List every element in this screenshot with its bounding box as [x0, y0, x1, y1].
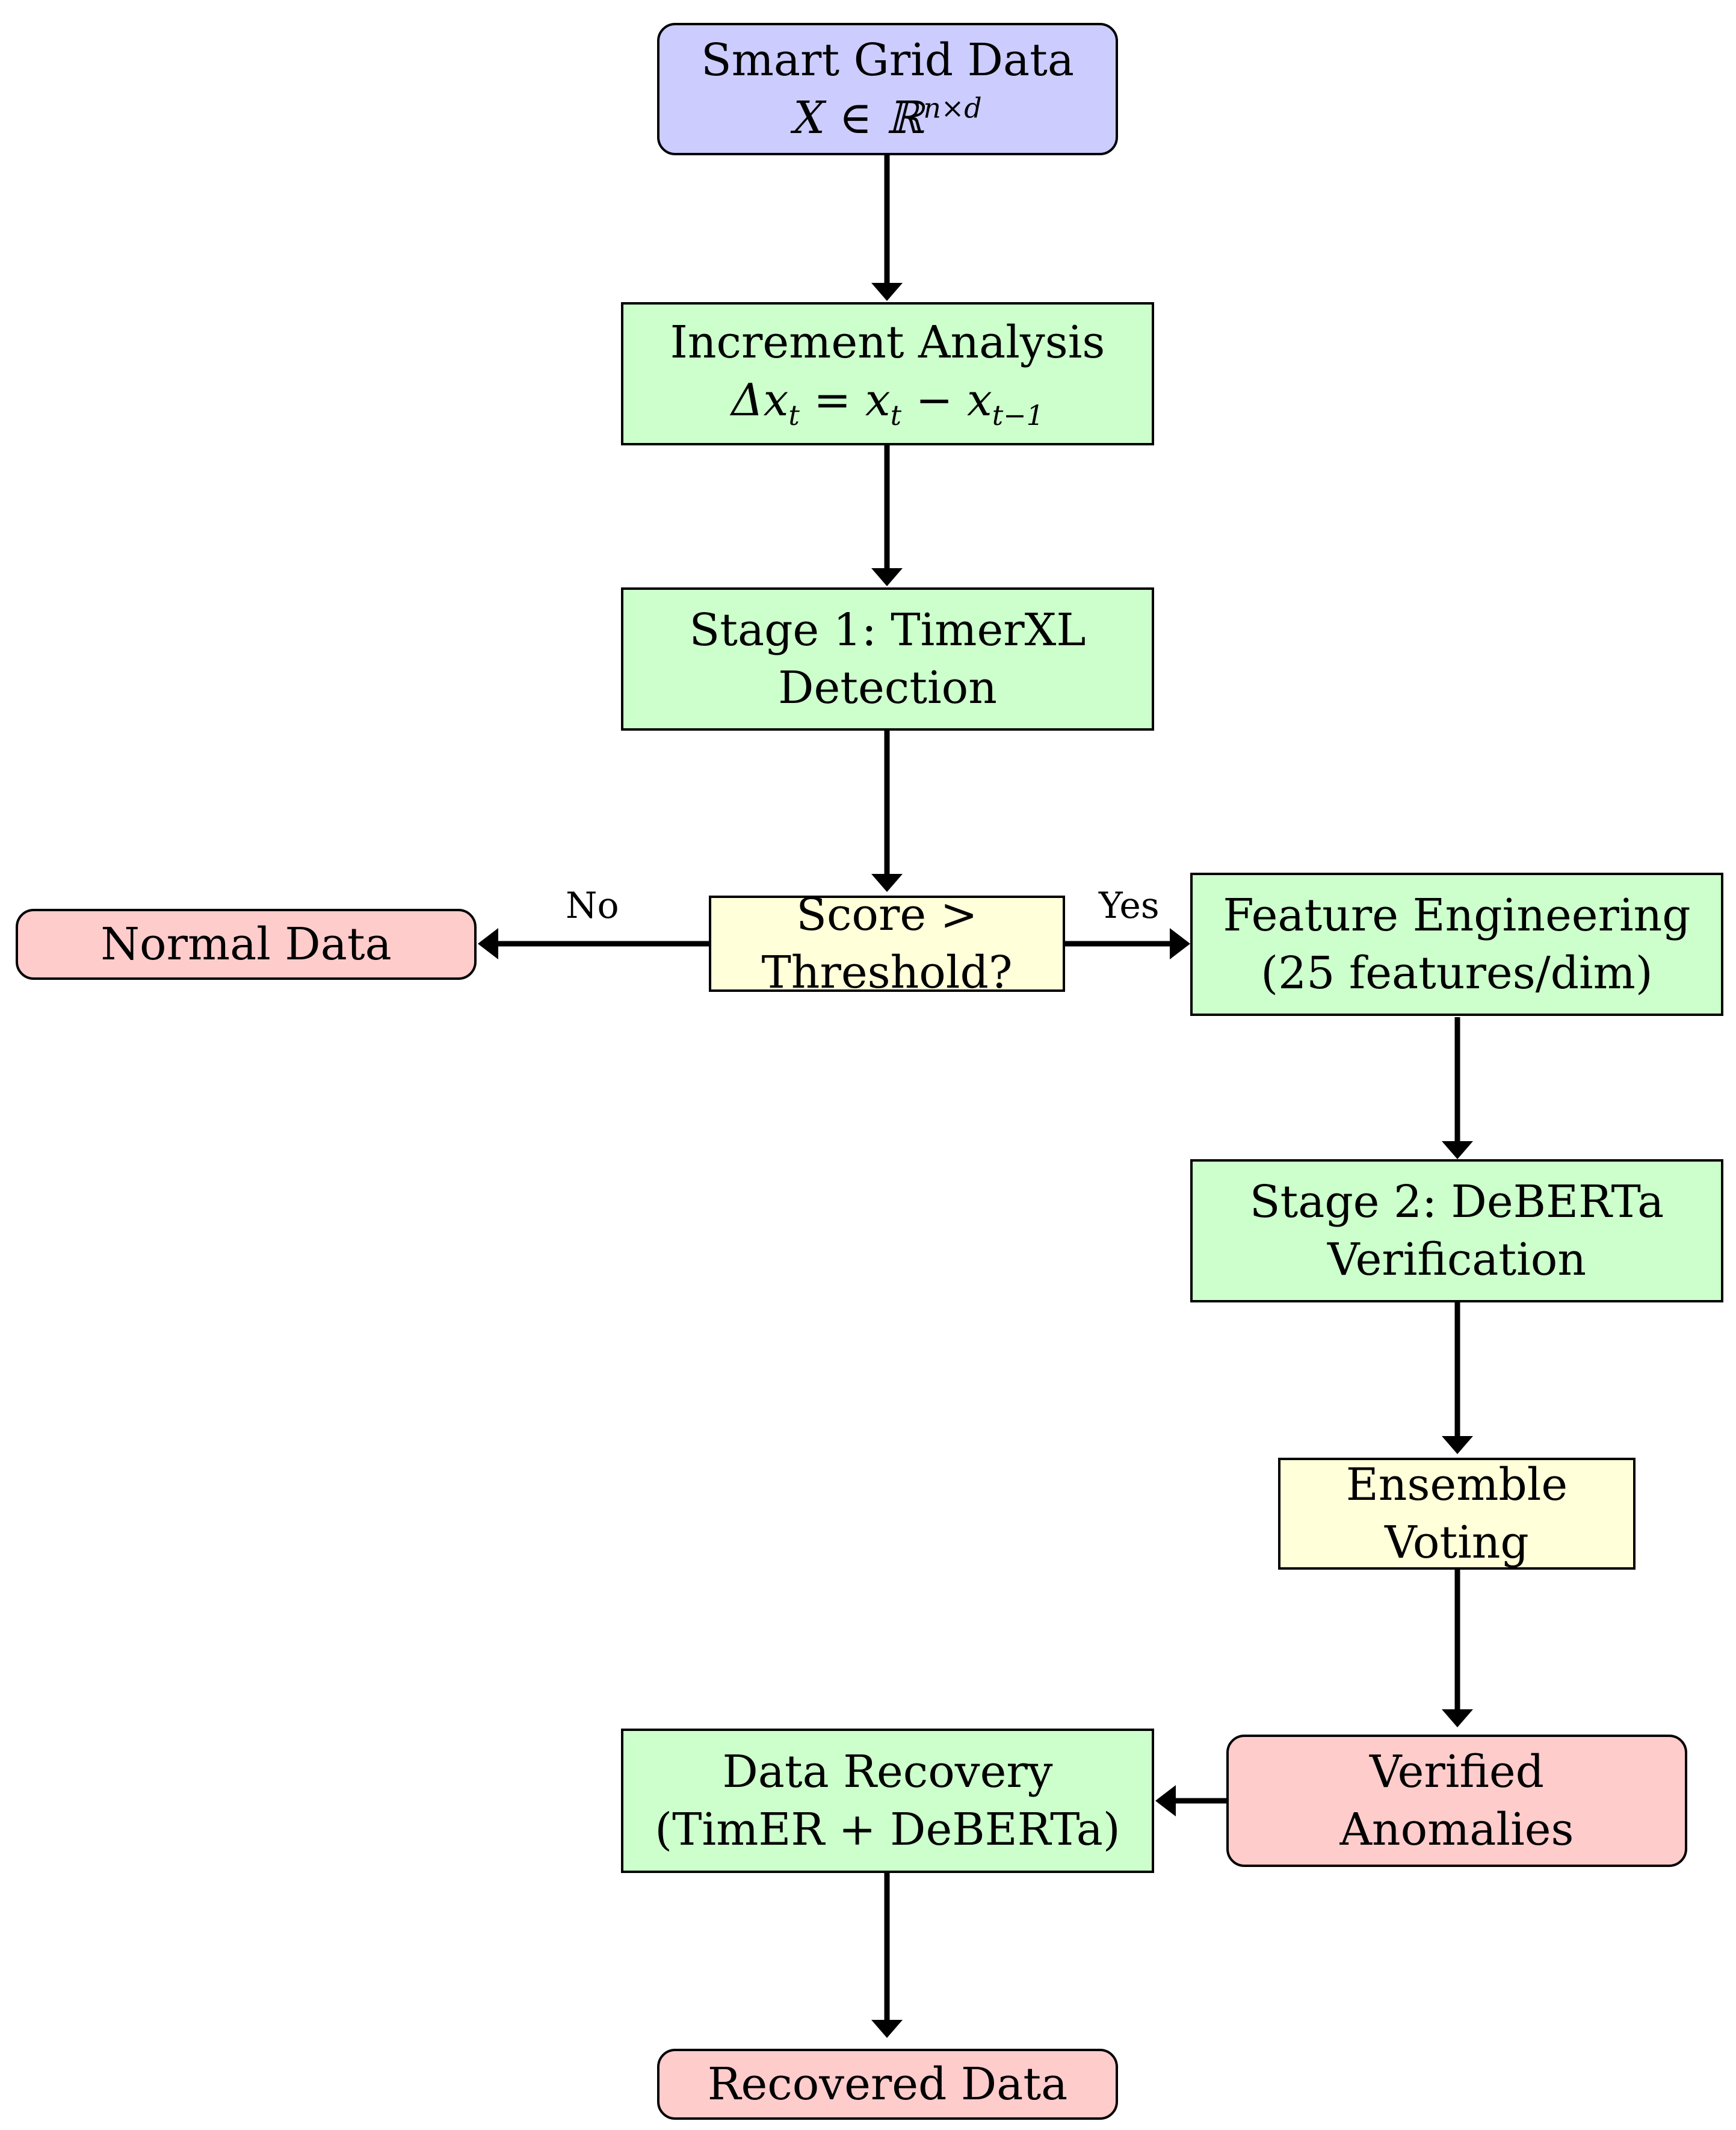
- recovery-line2: (TimER + DeBERTa): [655, 1804, 1120, 1856]
- edge-label-no: No: [566, 885, 619, 927]
- node-feature-engineering: Feature Engineering (25 features/dim): [1190, 873, 1723, 1016]
- stage2-line2: Verification: [1327, 1234, 1587, 1286]
- node-normal-data: Normal Data: [16, 909, 477, 980]
- feature-line2: (25 features/dim): [1261, 947, 1653, 999]
- stage1-line2: Detection: [778, 662, 997, 714]
- stage2-line1: Stage 2: DeBERTa: [1249, 1175, 1664, 1228]
- arrowhead-recovery: [1155, 1785, 1176, 1816]
- node-smart-grid-data: Smart Grid Data X ∈ ℝn×d: [657, 23, 1118, 155]
- decision-line2: Threshold?: [761, 947, 1013, 998]
- node-increment-analysis: Increment Analysis Δxt = xt − xt−1: [621, 302, 1154, 445]
- arrowhead-feature: [1170, 928, 1190, 959]
- arrowhead-recovered: [871, 2020, 903, 2038]
- arrowhead-normal: [478, 928, 498, 959]
- node-recovered-data: Recovered Data: [657, 2049, 1118, 2120]
- increment-formula: Δxt = xt − xt−1: [731, 374, 1044, 432]
- arrowhead-stage2: [1442, 1141, 1473, 1159]
- increment-title: Increment Analysis: [670, 317, 1105, 369]
- recovery-line1: Data Recovery: [722, 1745, 1053, 1798]
- node-stage1-timerxl: Stage 1: TimerXL Detection: [621, 587, 1154, 731]
- ensemble-line1: Ensemble: [1345, 1458, 1568, 1511]
- arrowhead-increment: [871, 283, 903, 301]
- ensemble-line2: Voting: [1385, 1517, 1529, 1568]
- arrowhead-stage1: [871, 568, 903, 586]
- feature-line1: Feature Engineering: [1223, 889, 1691, 941]
- node-score-threshold-decision: Score > Threshold?: [709, 889, 1065, 998]
- stage1-line1: Stage 1: TimerXL: [689, 604, 1086, 656]
- node-verified-anomalies: Verified Anomalies: [1226, 1735, 1687, 1867]
- decision-line1: Score >: [796, 888, 978, 941]
- verified-line2: Anomalies: [1339, 1804, 1574, 1856]
- arrowhead-decision: [871, 874, 903, 892]
- node-data-recovery: Data Recovery (TimER + DeBERTa): [621, 1729, 1154, 1873]
- node-stage2-deberta: Stage 2: DeBERTa Verification: [1190, 1159, 1723, 1302]
- edge-label-yes: Yes: [1099, 885, 1160, 927]
- node-ensemble-voting: Ensemble Voting: [1278, 1458, 1636, 1570]
- verified-line1: Verified: [1369, 1745, 1544, 1798]
- arrowhead-verified: [1442, 1709, 1473, 1727]
- recovered-label: Recovered Data: [707, 2058, 1068, 2110]
- smart-grid-title: Smart Grid Data: [701, 34, 1074, 86]
- smart-grid-formula: X ∈ ℝn×d: [793, 91, 982, 144]
- arrowhead-ensemble: [1442, 1436, 1473, 1454]
- normal-label: Normal Data: [100, 918, 392, 970]
